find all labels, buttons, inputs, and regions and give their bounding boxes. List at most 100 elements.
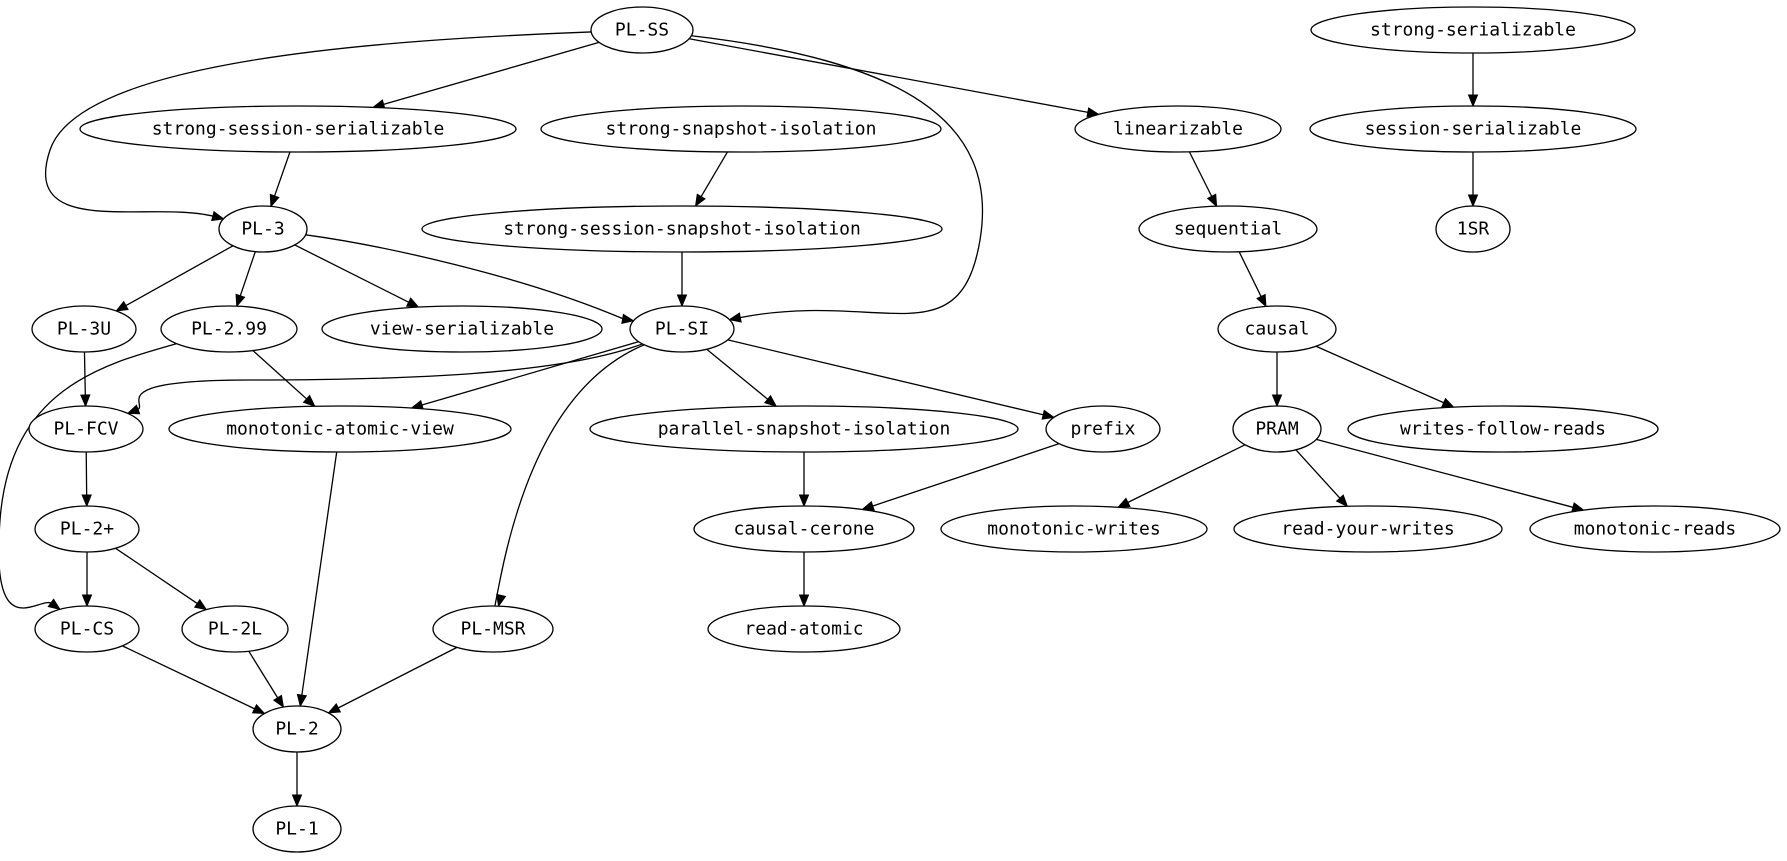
node-ellipse (252, 805, 342, 853)
arrowhead (676, 294, 688, 308)
node-session-serializable: session-serializable (1309, 105, 1637, 153)
edge-pl-3-to-view-serializable (294, 244, 420, 308)
node-label: PL-3 (241, 219, 284, 240)
node-ellipse (218, 205, 308, 253)
node-monotonic-writes: monotonic-writes (940, 505, 1208, 553)
edge-pl-msr-to-pl-2 (327, 646, 458, 714)
edge-causal-cerone-to-read-atomic (798, 552, 810, 608)
node-pl-1: PL-1 (252, 805, 342, 853)
edge-line (1126, 444, 1246, 504)
node-causal: causal (1217, 305, 1337, 353)
node-ellipse (1138, 205, 1318, 253)
node-ellipse (321, 305, 603, 353)
arrowhead (1467, 94, 1479, 108)
edge-line (382, 41, 600, 106)
arrowhead (1335, 494, 1349, 508)
node-ellipse (31, 305, 137, 353)
node-ellipse (1435, 205, 1511, 253)
node-label: PL-2+ (60, 519, 114, 540)
node-label: PL-3U (57, 319, 111, 340)
node-label: PL-MSR (460, 619, 525, 640)
node-ellipse (432, 605, 554, 653)
node-pl-2l: PL-2L (181, 605, 289, 653)
arrowhead (327, 703, 342, 714)
node-parallel-snapshot-isolation: parallel-snapshot-isolation (589, 405, 1019, 453)
arrowhead (496, 593, 507, 608)
edge-strong-serializable-to-session-serializable (1467, 53, 1479, 108)
node-ellipse (168, 405, 512, 453)
node-label: PL-SI (655, 319, 709, 340)
node-view-serializable: view-serializable (321, 305, 603, 353)
arrowhead (115, 300, 129, 312)
edge-line (124, 245, 234, 307)
node-label: view-serializable (370, 319, 554, 340)
edge-pl-ss-to-strong-session-serializable (371, 41, 600, 110)
edge-pl-3u-to-pl-fcv (80, 351, 91, 408)
edge-pl-2-plus-to-pl-2l (115, 547, 208, 611)
arrowhead (269, 193, 280, 208)
node-pl-2-99: PL-2.99 (160, 305, 298, 353)
node-label: writes-follow-reads (1400, 419, 1606, 440)
edge-pl-2-to-pl-1 (291, 752, 303, 808)
node-label: prefix (1070, 419, 1135, 440)
arrowhead (1256, 293, 1267, 308)
edge-line (700, 151, 729, 198)
arrowhead (302, 394, 316, 408)
node-label: causal-cerone (734, 519, 875, 540)
edge-line (122, 645, 256, 710)
edge-causal-to-pram (1271, 352, 1283, 408)
edge-pl-2-plus-to-pl-cs (81, 552, 93, 608)
edge-pl-ss-to-pl-3 (44, 31, 592, 222)
arrowhead (80, 394, 91, 408)
node-label: strong-session-serializable (152, 119, 445, 140)
edge-pl-cs-to-pl-2 (122, 645, 266, 715)
node-ellipse (160, 305, 298, 353)
edge-line (44, 31, 592, 218)
edge-pl-ss-to-pl-si (691, 35, 984, 323)
edge-line (248, 650, 279, 699)
edge-session-serializable-to-1sr (1467, 152, 1479, 208)
node-pl-si: PL-SI (629, 305, 735, 353)
node-pl-ss: PL-SS (590, 6, 694, 54)
node-label: PRAM (1255, 419, 1299, 440)
arrowhead (861, 500, 875, 511)
node-label: monotonic-reads (1574, 519, 1737, 540)
arrowhead (251, 703, 266, 715)
node-causal-cerone: causal-cerone (693, 505, 915, 553)
node-ellipse (1074, 105, 1282, 153)
edge-line (239, 251, 256, 297)
node-writes-follow-reads: writes-follow-reads (1347, 405, 1659, 453)
edge-sequential-to-causal (1238, 251, 1267, 308)
edge-line (136, 343, 643, 411)
edge-pl-2l-to-pl-2 (248, 650, 285, 709)
node-ellipse (1217, 305, 1337, 353)
node-label: read-your-writes (1281, 519, 1454, 540)
node-pl-3u: PL-3U (31, 305, 137, 353)
edge-pl-3-to-pl-si (305, 234, 635, 324)
node-monotonic-atomic-view: monotonic-atomic-view (168, 405, 512, 453)
edge-pram-to-monotonic-writes (1116, 444, 1246, 508)
node-label: monotonic-writes (987, 519, 1160, 540)
node-ellipse (629, 305, 735, 353)
node-label: sequential (1174, 219, 1282, 240)
node-label: 1SR (1457, 219, 1490, 240)
node-ellipse (34, 505, 140, 553)
node-ellipse (707, 605, 901, 653)
node-linearizable: linearizable (1074, 105, 1282, 153)
node-label: parallel-snapshot-isolation (658, 419, 951, 440)
node-strong-snapshot-isolation: strong-snapshot-isolation (540, 105, 942, 153)
node-label: PL-2 (275, 719, 318, 740)
edge-line (871, 443, 1060, 507)
edge-line (1188, 151, 1213, 198)
edge-line (0, 343, 177, 609)
arrowhead (193, 598, 208, 611)
node-label: linearizable (1113, 119, 1243, 140)
node-ellipse (1232, 405, 1322, 453)
arrowhead (272, 694, 285, 709)
edge-line (1238, 251, 1263, 298)
arrowhead (1271, 394, 1283, 408)
edge-pl-si-to-pl-msr (490, 344, 645, 631)
edge-line (252, 350, 308, 401)
